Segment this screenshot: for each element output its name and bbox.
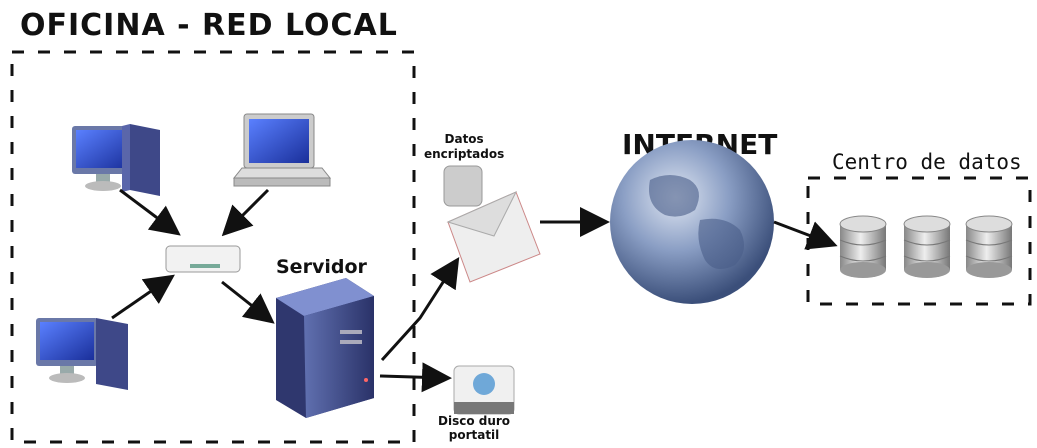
database-icon [903, 215, 951, 278]
link-desktop2-to-switch [111, 274, 175, 320]
database-icon [965, 215, 1013, 278]
encrypted-envelope-icon [443, 165, 541, 283]
encrypted-label-line-2: encriptados [424, 147, 505, 161]
portable-disk-label: Disco duro portatil [438, 414, 510, 442]
laptop-icon [232, 113, 332, 187]
datacenter-label: Centro de datos [832, 150, 1022, 174]
database-icon [839, 215, 887, 278]
link-server-to-disk [379, 362, 452, 393]
network-switch-icon [165, 245, 241, 273]
link-laptop-to-switch [221, 188, 270, 237]
internet-globe-icon [610, 140, 774, 304]
disk-label-line-2: portatil [448, 428, 500, 442]
server-tower-icon [276, 278, 374, 418]
desktop-computer-icon [72, 124, 160, 196]
office-lan-boundary [10, 50, 416, 444]
encrypted-data-label: Datos encriptados [424, 132, 504, 162]
link-internet-to-datacenter [773, 220, 838, 250]
link-desktop-to-switch [119, 188, 181, 236]
link-switch-to-server [221, 280, 275, 324]
disk-label-line-1: Disco duro [438, 414, 511, 428]
desktop-computer-icon [36, 318, 128, 390]
server-label: Servidor [276, 256, 367, 278]
link-server-to-envelope [380, 256, 460, 362]
office-lan-title: OFICINA - RED LOCAL [20, 8, 398, 43]
portable-disk-icon [453, 365, 515, 415]
encrypted-label-line-1: Datos [444, 132, 484, 146]
